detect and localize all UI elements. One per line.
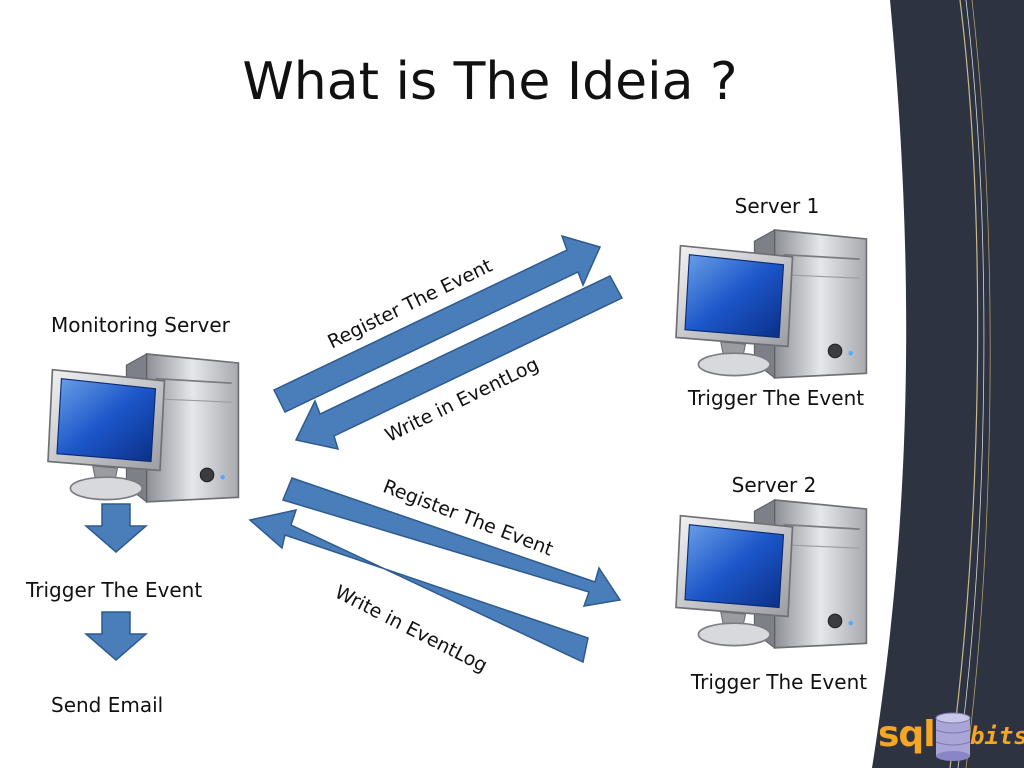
server1-computer-icon xyxy=(675,229,868,379)
sidebar-line xyxy=(949,0,979,768)
monitoring-server-computer-icon xyxy=(47,353,240,503)
slide-title: What is The Ideia ? xyxy=(242,52,738,112)
server2-label: Server 2 xyxy=(731,473,817,497)
database-icon xyxy=(935,712,971,761)
flow-step-send-email: Send Email xyxy=(51,693,164,717)
write-arrow-bottom-shape xyxy=(248,508,589,664)
register-arrow-top-shape xyxy=(272,234,602,413)
server1-label: Server 1 xyxy=(734,194,820,218)
server1-caption: Trigger The Event xyxy=(687,386,865,410)
flow-step-trigger: Trigger The Event xyxy=(26,578,203,602)
sqlbits-logo: sql bits xyxy=(878,712,1024,768)
server2-computer-icon xyxy=(675,499,868,649)
write-arrow-top-shape xyxy=(294,275,624,451)
logo-bits-text: bits xyxy=(970,722,1024,750)
down-arrow-2-icon xyxy=(83,611,149,661)
logo-sql-text: sql xyxy=(878,714,936,755)
sidebar-line xyxy=(957,0,985,768)
down-arrow-1-icon xyxy=(83,503,149,553)
sidebar-panel xyxy=(872,0,1024,768)
monitoring-server-label: Monitoring Server xyxy=(51,313,230,337)
server2-caption: Trigger The Event xyxy=(690,670,868,694)
register-arrow-bottom-shape xyxy=(281,477,622,607)
sidebar-line xyxy=(965,0,991,768)
